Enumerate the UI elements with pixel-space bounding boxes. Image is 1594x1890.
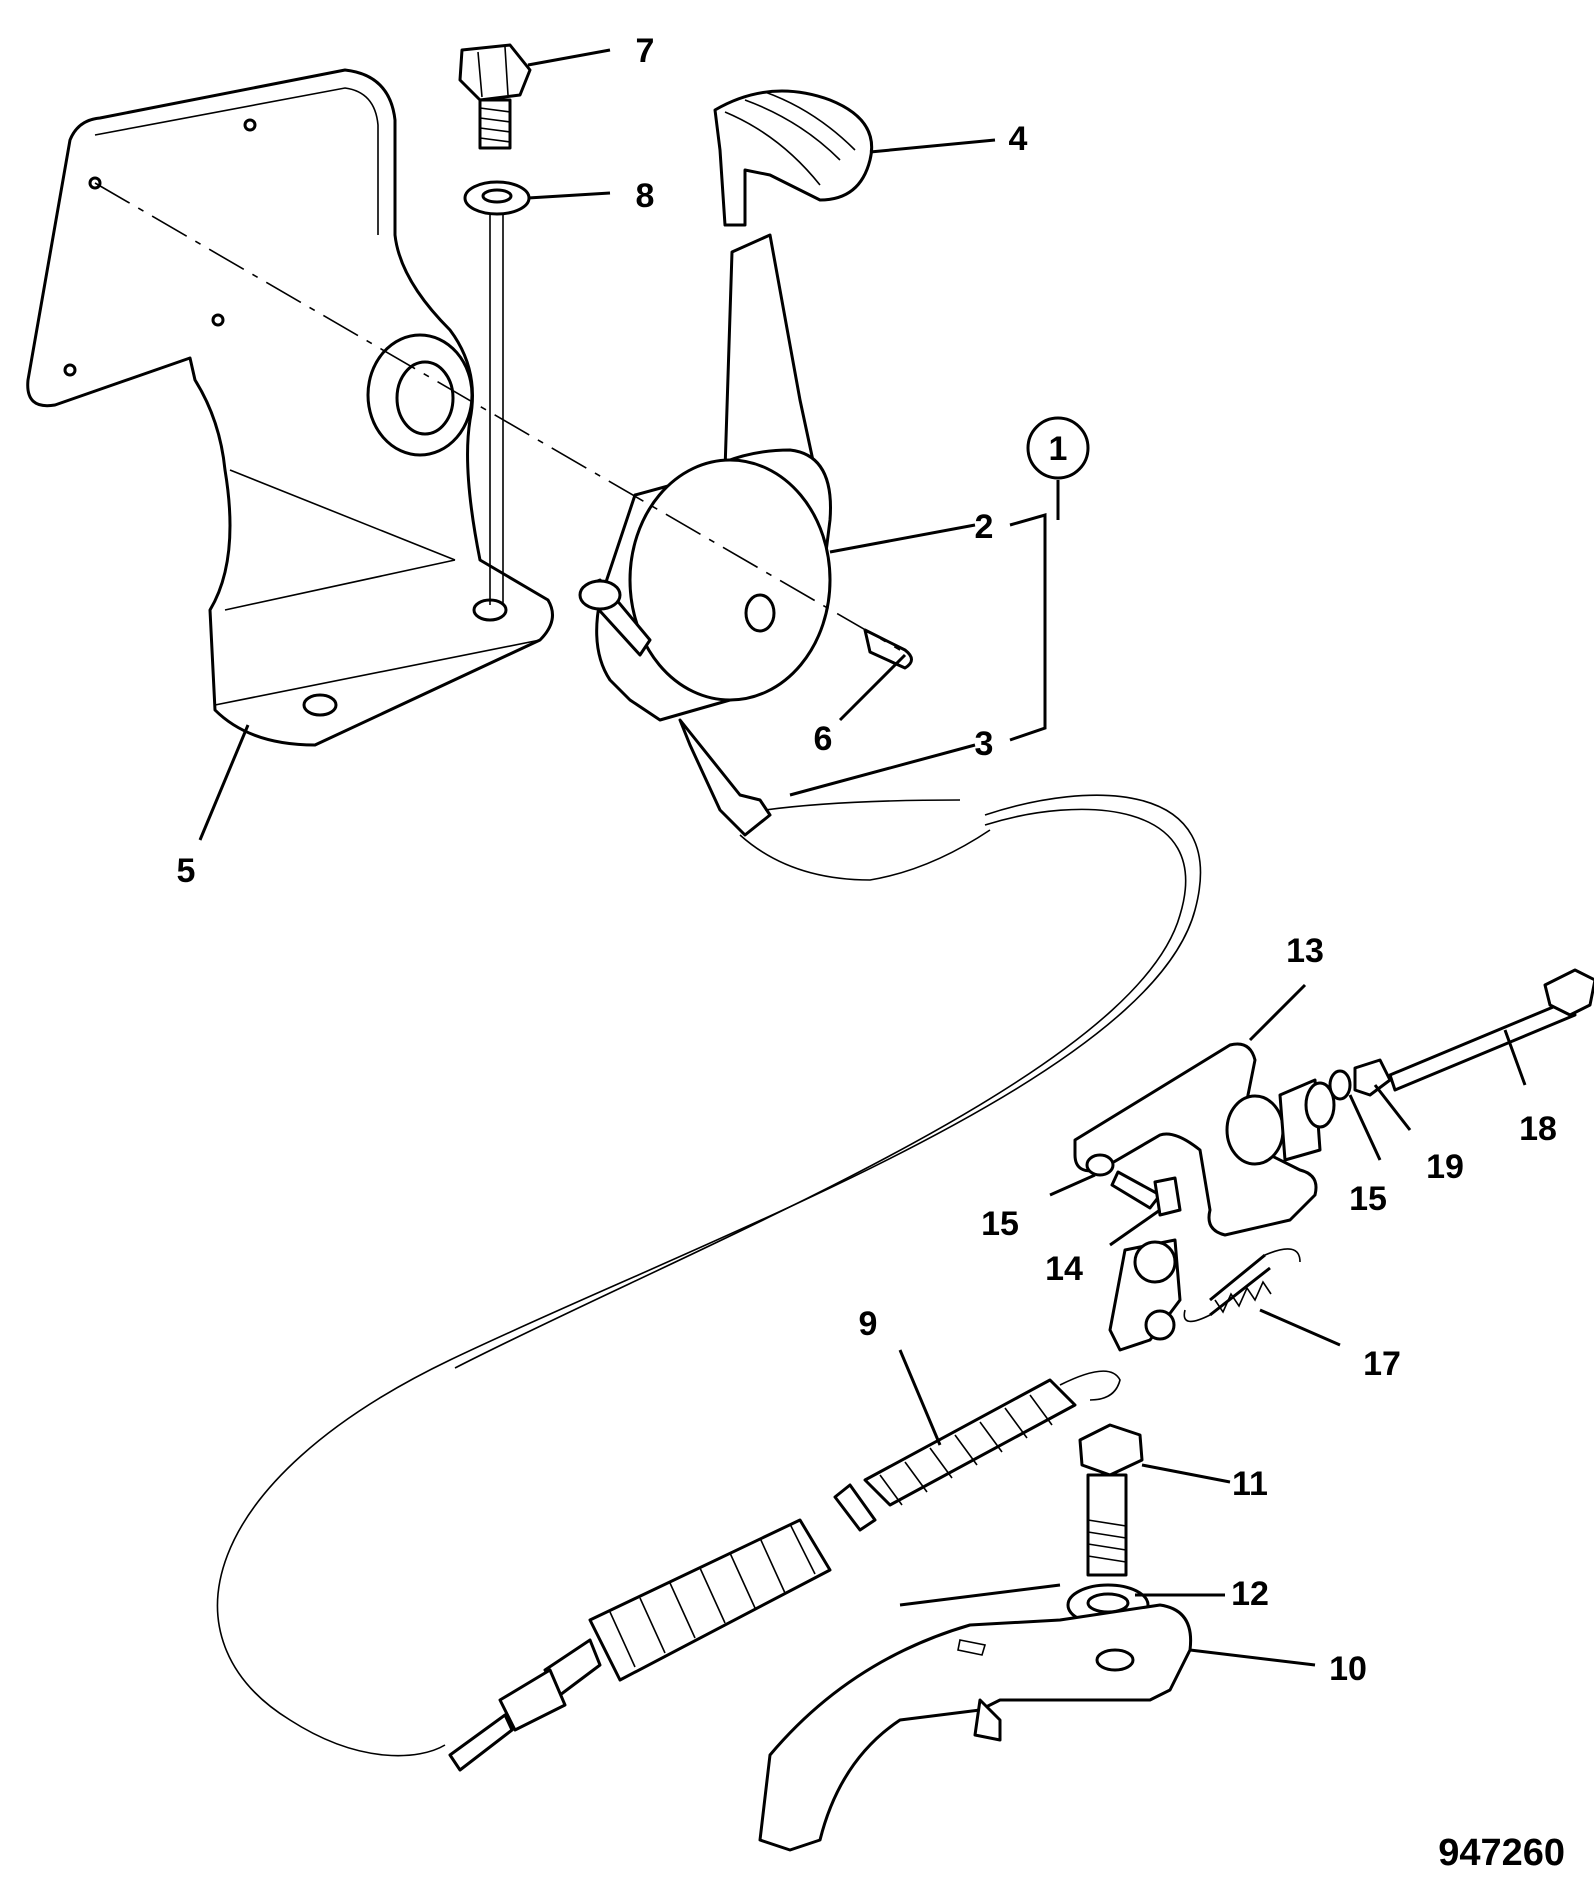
label-14: 14	[1045, 1250, 1083, 1288]
label-19: 19	[1426, 1148, 1464, 1186]
label-8: 8	[636, 177, 655, 215]
document-number: 947260	[1438, 1832, 1565, 1874]
label-18: 18	[1519, 1110, 1557, 1148]
leader-lines	[198, 48, 1527, 1667]
label-7: 7	[636, 32, 655, 70]
label-13: 13	[1286, 932, 1324, 970]
label-11: 11	[1232, 1465, 1268, 1503]
label-12: 12	[1231, 1575, 1269, 1613]
assembly-callout-circle	[1026, 416, 1090, 480]
label-10: 10	[1329, 1650, 1367, 1688]
cable-end-boot	[448, 1483, 877, 1772]
washer-15-left	[1085, 1153, 1115, 1177]
label-5: 5	[177, 852, 196, 890]
mounting-bracket	[26, 68, 554, 747]
control-cable	[216, 794, 1202, 1757]
label-17: 17	[1363, 1345, 1401, 1383]
linkage-bracket	[1073, 1042, 1336, 1237]
label-15-right: 15	[1349, 1180, 1387, 1218]
label-3: 3	[975, 725, 994, 763]
bolt-11	[1078, 1423, 1144, 1577]
label-2: 2	[975, 508, 994, 546]
washer-8	[463, 180, 531, 216]
bolt-7	[458, 43, 532, 150]
control-cable-inner	[454, 808, 1187, 1369]
screw-18	[1388, 968, 1594, 1092]
pivot-link	[1108, 1238, 1182, 1352]
label-1: 1	[1049, 430, 1068, 468]
spring-9	[863, 1370, 1121, 1507]
label-6: 6	[814, 720, 833, 758]
bolt-axis-line	[489, 215, 504, 605]
washer-15-right	[1328, 1069, 1352, 1101]
lever-assembly	[578, 233, 991, 881]
nut-19	[1353, 1058, 1392, 1097]
label-15-left: 15	[981, 1205, 1019, 1243]
label-9: 9	[859, 1305, 878, 1343]
label-4: 4	[1009, 120, 1028, 158]
spring-17	[1183, 1248, 1301, 1323]
fork-lever-10	[758, 1603, 1193, 1852]
bolt-14	[1110, 1170, 1182, 1217]
knob	[713, 89, 874, 227]
assembly-axis-line	[94, 182, 901, 651]
